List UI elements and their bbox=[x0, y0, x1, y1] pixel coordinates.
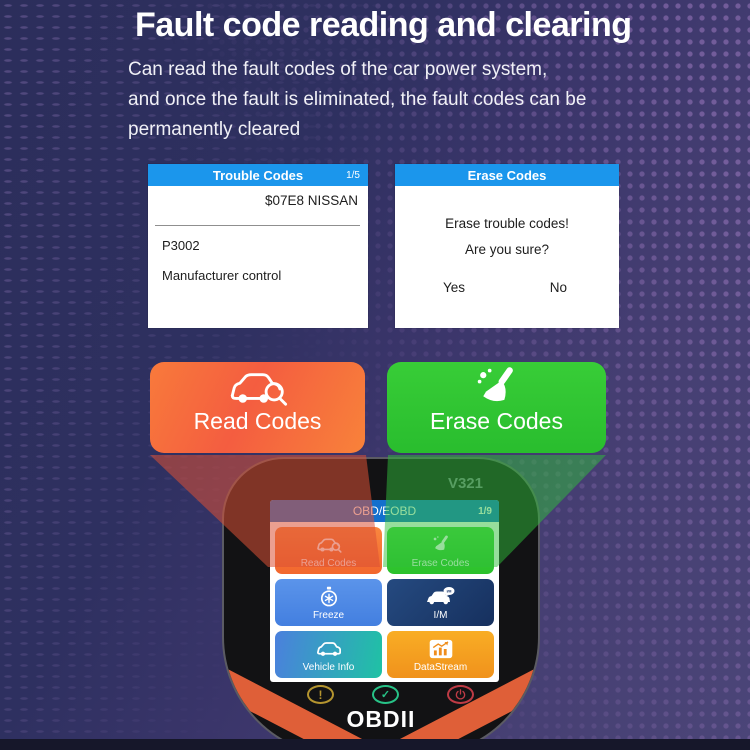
read-codes-label: Read Codes bbox=[193, 408, 322, 434]
erase-codes-body: Erase trouble codes! Are you sure? Yes N… bbox=[395, 186, 619, 328]
divider bbox=[155, 225, 360, 226]
subtitle-line-2: and once the fault is eliminated, the fa… bbox=[128, 89, 587, 110]
page-title: Fault code reading and clearing bbox=[135, 6, 632, 44]
tile-freeze[interactable]: Freeze bbox=[275, 579, 382, 626]
car-search-icon bbox=[150, 362, 365, 406]
bottom-edge-strip bbox=[0, 739, 750, 750]
warning-icon: ! bbox=[307, 685, 334, 704]
car-icon bbox=[315, 637, 343, 661]
fault-code-text: P3002 bbox=[162, 238, 200, 253]
fault-code-description: Manufacturer control bbox=[162, 268, 282, 283]
stopwatch-icon bbox=[318, 585, 340, 609]
erase-message-line1: Erase trouble codes! bbox=[445, 216, 569, 231]
erase-codes-label: Erase Codes bbox=[430, 408, 563, 434]
check-icon: ✓ bbox=[372, 685, 399, 704]
erase-codes-panel: Erase Codes Erase trouble codes! Are you… bbox=[395, 164, 619, 328]
erase-message-line2: Are you sure? bbox=[464, 242, 550, 257]
trouble-codes-panel: Trouble Codes 1/5 $07E8 NISSAN P3002 Man… bbox=[148, 164, 368, 328]
tile-label: Erase Codes bbox=[411, 557, 470, 569]
no-button[interactable]: No bbox=[549, 280, 567, 295]
car-search-icon bbox=[316, 533, 342, 557]
confirm-row: Yes No bbox=[395, 280, 619, 295]
car-bubble-icon: I/M bbox=[426, 585, 456, 609]
obd-scanner-device: V321 OBD/EOBD 1/9 bbox=[222, 457, 540, 750]
screen-menu-title: OBD/EOBD bbox=[352, 504, 417, 518]
screen-page-indicator: 1/9 bbox=[478, 505, 492, 517]
vehicle-id-text: $07E8 NISSAN bbox=[264, 193, 358, 208]
trouble-codes-header: Trouble Codes 1/5 bbox=[148, 164, 368, 186]
tile-label: I/M bbox=[433, 609, 448, 621]
read-codes-button[interactable]: Read Codes bbox=[150, 362, 365, 453]
tile-read-codes[interactable]: Read Codes bbox=[275, 527, 382, 574]
tile-erase-codes[interactable]: Erase Codes bbox=[387, 527, 494, 574]
status-indicator-row: ! ✓ bbox=[224, 685, 538, 705]
broom-icon bbox=[387, 362, 606, 406]
erase-codes-header: Erase Codes bbox=[395, 164, 619, 186]
broom-icon bbox=[431, 533, 451, 557]
tile-label: Vehicle Info bbox=[302, 661, 355, 673]
device-screen-header: OBD/EOBD 1/9 bbox=[270, 500, 499, 522]
trouble-codes-body: $07E8 NISSAN P3002 Manufacturer control bbox=[148, 186, 368, 328]
yes-button[interactable]: Yes bbox=[443, 280, 466, 295]
svg-text:I/M: I/M bbox=[446, 589, 451, 593]
device-screen: OBD/EOBD 1/9 Read Co bbox=[270, 500, 499, 682]
device-model-label: V321 bbox=[447, 475, 483, 492]
subtitle-line-1: Can read the fault codes of the car powe… bbox=[128, 59, 548, 80]
chart-icon bbox=[429, 637, 453, 661]
erase-codes-button[interactable]: Erase Codes bbox=[387, 362, 606, 453]
erase-codes-title: Erase Codes bbox=[467, 167, 547, 183]
device-brand-label: OBDII bbox=[346, 706, 416, 732]
power-icon bbox=[447, 685, 474, 704]
menu-tile-grid: Read Codes Erase Codes bbox=[270, 522, 499, 682]
subtitle-line-3: permanently cleared bbox=[128, 119, 301, 140]
tile-datastream[interactable]: DataStream bbox=[387, 631, 494, 678]
tile-label: Freeze bbox=[312, 609, 345, 621]
tile-vehicle-info[interactable]: Vehicle Info bbox=[275, 631, 382, 678]
tile-im[interactable]: I/M I/M bbox=[387, 579, 494, 626]
trouble-codes-page-indicator: 1/5 bbox=[346, 169, 360, 181]
trouble-codes-title: Trouble Codes bbox=[212, 167, 304, 183]
page-subtitle: Can read the fault codes of the car powe… bbox=[128, 55, 668, 145]
tile-label: Read Codes bbox=[300, 557, 357, 569]
tile-label: DataStream bbox=[413, 661, 468, 673]
